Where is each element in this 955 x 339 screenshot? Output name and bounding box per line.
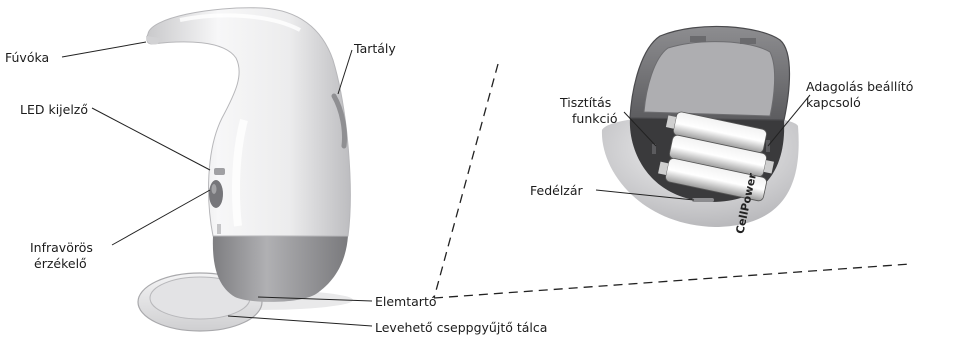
infrared-sensor-shape	[209, 180, 223, 208]
battery-1	[665, 111, 767, 154]
battery-compartment-illustration: CellPower	[601, 25, 799, 235]
led-display-shape	[214, 168, 225, 175]
label-lid-latch: Fedélzár	[530, 183, 583, 198]
label-led-display: LED kijelző	[20, 102, 89, 117]
dashed-separator	[433, 63, 911, 299]
dispenser-illustration	[137, 7, 353, 332]
label-cleaning-line1: Tisztítás	[560, 95, 612, 110]
cleaning-button-shape	[652, 144, 656, 154]
battery-2	[669, 134, 775, 178]
label-drip-tray: Levehető cseppgyűjtő tálca	[375, 320, 548, 335]
label-infrared-line2: érzékelő	[34, 256, 87, 271]
leader-lines-left	[61, 41, 373, 327]
leader-lines-right	[595, 94, 811, 201]
label-dose-switch-line2: kapcsoló	[806, 95, 861, 110]
label-cleaning-line2: funkció	[572, 111, 618, 126]
base-section	[212, 236, 348, 302]
label-nozzle: Fúvóka	[5, 50, 50, 65]
label-infrared-line1: Infravörös	[30, 240, 93, 255]
label-battery-holder: Elemtartó	[375, 294, 437, 309]
label-tank: Tartály	[354, 41, 396, 56]
lid-latch-shape	[692, 198, 714, 202]
body-shell	[146, 7, 351, 237]
label-dose-switch-line1: Adagolás beállító	[806, 79, 914, 94]
